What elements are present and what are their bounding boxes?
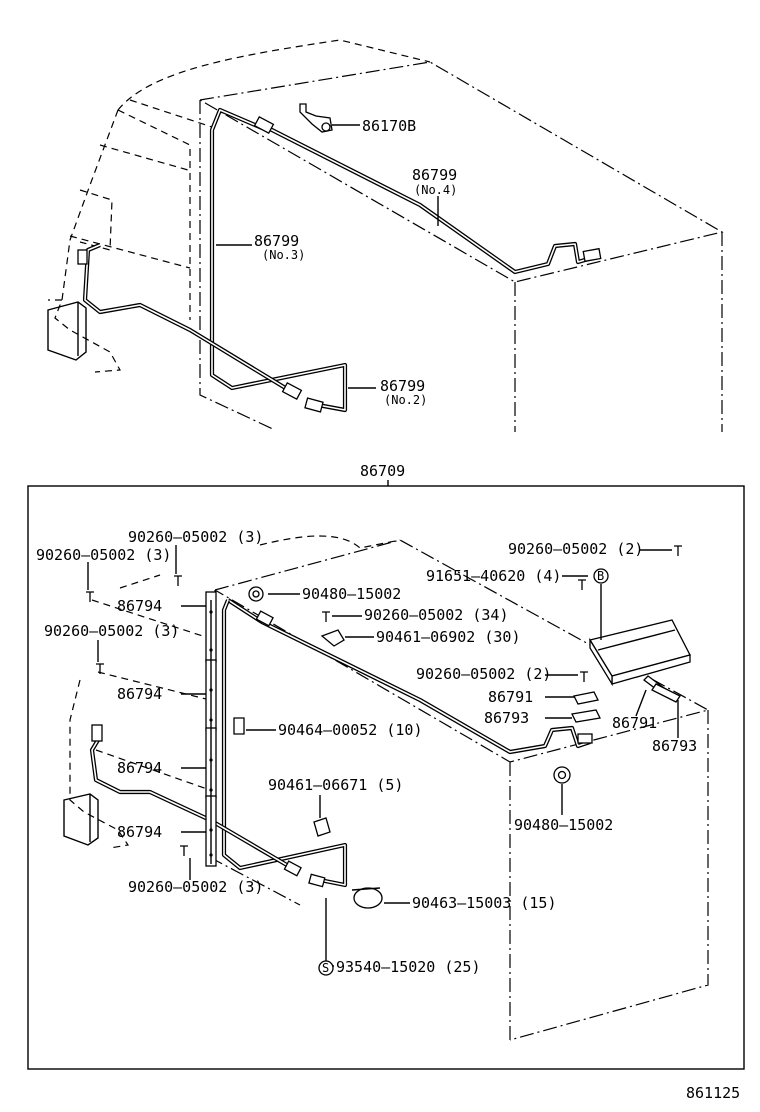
- clip-10-icon: [233, 717, 245, 735]
- cargo-box: [199, 61, 724, 432]
- label-screw-unit: 90260–05002 (2): [416, 665, 551, 683]
- label-clamp-30: 90461–06902 (30): [376, 628, 521, 646]
- bracket-86791-a-icon: [573, 691, 599, 705]
- label-86799-no4-variant: (No.4): [414, 183, 457, 197]
- label-bolt-b: 91651–40620 (4): [426, 567, 561, 585]
- label-86791-b: 86791: [612, 714, 657, 732]
- label-grommet-top: 90480–15002: [302, 585, 401, 603]
- label-86170b: 86170B: [362, 117, 416, 135]
- control-unit-icon: [588, 619, 691, 687]
- marker-s-label: S: [322, 961, 329, 975]
- upper-view: [47, 39, 724, 432]
- label-channel-86794-4: 86794: [117, 823, 162, 841]
- label-86791-a: 86791: [488, 688, 533, 706]
- label-86799-no2-variant: (No.2): [384, 393, 427, 407]
- label-screw-mid-left: 90260–05002 (3): [44, 622, 179, 640]
- kit-number: 86709: [360, 462, 405, 480]
- bracket-86793-a-icon: [571, 709, 601, 723]
- band-15-icon: [353, 887, 383, 909]
- label-86799-no3: 86799: [254, 232, 299, 250]
- label-clamp-5: 90461–06671 (5): [268, 776, 403, 794]
- label-screw-34: 90260–05002 (34): [364, 606, 509, 624]
- cab-bumper: [47, 301, 87, 361]
- label-86799-no2: 86799: [380, 377, 425, 395]
- label-screw-bottom-left: 90260–05002 (3): [128, 878, 263, 896]
- label-band-15: 90463–15003 (15): [412, 894, 557, 912]
- clamp-5-icon: [313, 817, 331, 837]
- cab-outline: [48, 39, 431, 373]
- label-screw-top-left: 90260–05002 (3): [36, 546, 171, 564]
- marker-b-label: B: [597, 569, 604, 583]
- kit-frame: [27, 485, 745, 1070]
- label-screw-top-center: 90260–05002 (3): [128, 528, 263, 546]
- clamp-30-icon: [320, 629, 345, 647]
- label-screw-upper-right: 90260–05002 (2): [508, 540, 643, 558]
- bracket-86793-b-icon: [651, 683, 681, 703]
- lower-view: [63, 535, 710, 1041]
- screw-icons: [86, 545, 682, 856]
- label-channel-86794-1: 86794: [117, 597, 162, 615]
- cab-window: [69, 99, 216, 269]
- label-channel-86794-2: 86794: [117, 685, 162, 703]
- label-86799-no4: 86799: [412, 166, 457, 184]
- cab-bumper-lower: [63, 793, 99, 846]
- label-grommet-right: 90480–15002: [514, 816, 613, 834]
- label-clip-10: 90464–00052 (10): [278, 721, 423, 739]
- label-clip-s: 93540–15020 (25): [336, 958, 481, 976]
- label-86793-a: 86793: [484, 709, 529, 727]
- label-86799-no3-variant: (No.3): [262, 248, 305, 262]
- marker-s: [318, 960, 334, 976]
- harness-no4-wire: [267, 126, 596, 275]
- cab-outline-lower: [69, 535, 401, 849]
- marker-b: [593, 568, 609, 584]
- diagram-code: 861125: [686, 1084, 740, 1102]
- label-channel-86794-3: 86794: [117, 759, 162, 777]
- label-86793-b: 86793: [652, 737, 697, 755]
